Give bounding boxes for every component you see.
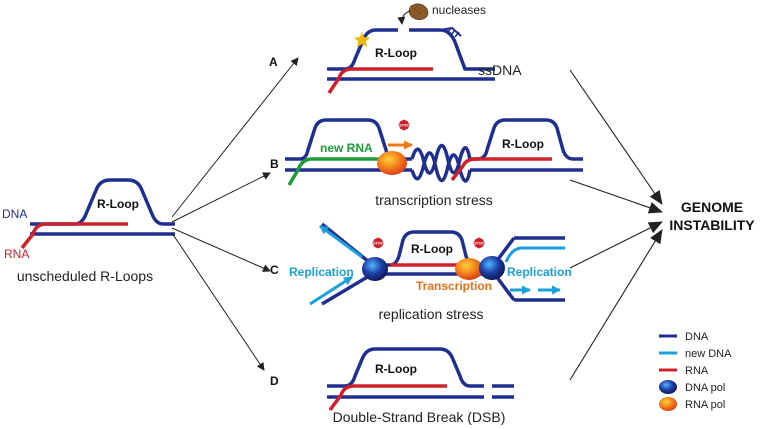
branch-d-rloop-label: R-Loop [375, 362, 417, 376]
svg-text:STOP: STOP [399, 124, 409, 128]
arrow-a-to-outcome [569, 69, 663, 205]
left-dna-label: DNA [2, 207, 27, 221]
branch-d-rna-strand [328, 384, 447, 412]
arrow-to-d [171, 232, 265, 371]
branch-c-right-stop-sign: STOP [472, 236, 486, 250]
branch-b-caption: transcription stress [375, 192, 492, 208]
nuclease-icon [408, 3, 429, 21]
branch-c-replication-left-label: Replication [289, 265, 354, 279]
arrow-to-b [171, 172, 271, 223]
legend-item: RNA pol [659, 397, 725, 411]
branch-a-rna-strand [327, 67, 433, 94]
legend-item: DNA [659, 331, 709, 343]
svg-text:STOP: STOP [373, 242, 383, 246]
branch-c-letter: C [270, 263, 279, 277]
left-rloop-label: R-Loop [97, 197, 139, 211]
arrow-b-to-outcome [569, 179, 663, 214]
branch-b: B STOP new RNA R-Loop transcription stre… [270, 118, 583, 208]
branch-c-left-new-dna-upper [319, 224, 363, 259]
svg-text:STOP: STOP [474, 242, 484, 246]
branch-c-replication-right-label: Replication [507, 265, 572, 279]
branch-a-rloop-label: R-Loop [375, 46, 417, 60]
branch-c: C STOP STOP R-Loop [270, 222, 572, 322]
branch-a-caption: ssDNA [478, 62, 522, 78]
left-rloop-group: DNA RNA R-Loop unscheduled R-Loops [2, 178, 175, 284]
nucleases-label: nucleases [432, 3, 486, 17]
branch-a: A nucleases R-Loop ssDNA [269, 3, 522, 94]
legend-label: DNA [685, 331, 709, 343]
outcome-label: GENOME INSTABILITY [669, 199, 755, 233]
nick-icon [439, 26, 462, 38]
branch-c-rna-pol [455, 258, 483, 280]
branch-c-left-stop-sign: STOP [371, 236, 385, 250]
branch-c-right-dna-pol [479, 256, 505, 280]
branch-c-left-dna-pol [362, 257, 388, 281]
branch-b-new-rna-label: new RNA [320, 141, 373, 155]
branch-b-rloop-rna-strand [450, 157, 552, 182]
branch-d-caption: Double-Strand Break (DSB) [333, 409, 506, 425]
branch-b-rloop-label: R-Loop [502, 137, 544, 151]
branch-b-rna-pol [377, 151, 407, 175]
star-icon [354, 32, 370, 47]
left-caption: unscheduled R-Loops [17, 268, 153, 284]
branch-a-letter: A [269, 55, 278, 69]
branch-c-caption: replication stress [378, 306, 483, 322]
branch-b-letter: B [270, 157, 279, 171]
nuclease-arrow [397, 10, 411, 25]
legend-swatch [659, 397, 677, 411]
left-branch-arrows [171, 57, 299, 371]
branch-d-letter: D [270, 374, 279, 388]
arrow-c-to-outcome [569, 221, 663, 269]
branch-c-transcription-label: Transcription [416, 279, 492, 293]
branch-c-left-new-dna-lower [309, 275, 353, 306]
legend-swatch [659, 380, 677, 394]
legend-label: DNA pol [685, 382, 725, 394]
branch-d: D R-Loop Double-Strand Break (DSB) [270, 347, 514, 425]
branch-c-right-fork-lower [494, 274, 516, 302]
legend-label: RNA pol [685, 399, 725, 411]
legend-label: new DNA [685, 348, 732, 360]
branch-c-left-fork-lower [321, 274, 370, 306]
arrow-to-c [171, 227, 271, 272]
arrow-to-a [171, 57, 299, 218]
outcome-line1: GENOME [681, 199, 743, 215]
branch-b-dna-top-strand-right [470, 118, 583, 161]
branch-c-right-new-dna-upper [504, 246, 565, 263]
left-rna-strand [20, 222, 128, 250]
legend-item: new DNA [659, 348, 732, 360]
legend-label: RNA [685, 365, 709, 377]
branch-c-rloop-label: R-Loop [411, 242, 453, 256]
branch-b-supercoil [410, 143, 472, 183]
outcome-line2: INSTABILITY [669, 217, 755, 233]
branch-b-new-rna-strand [287, 157, 380, 186]
left-rna-label: RNA [4, 247, 29, 261]
branch-b-stop-sign: STOP [397, 118, 411, 132]
left-dna-top-strand [30, 178, 175, 226]
arrow-d-to-outcome [569, 229, 663, 381]
branch-d-dna-top-strand [327, 347, 484, 388]
legend-item: DNA pol [659, 380, 725, 394]
outcome-arrows [569, 69, 663, 381]
legend-item: RNA [659, 365, 709, 377]
